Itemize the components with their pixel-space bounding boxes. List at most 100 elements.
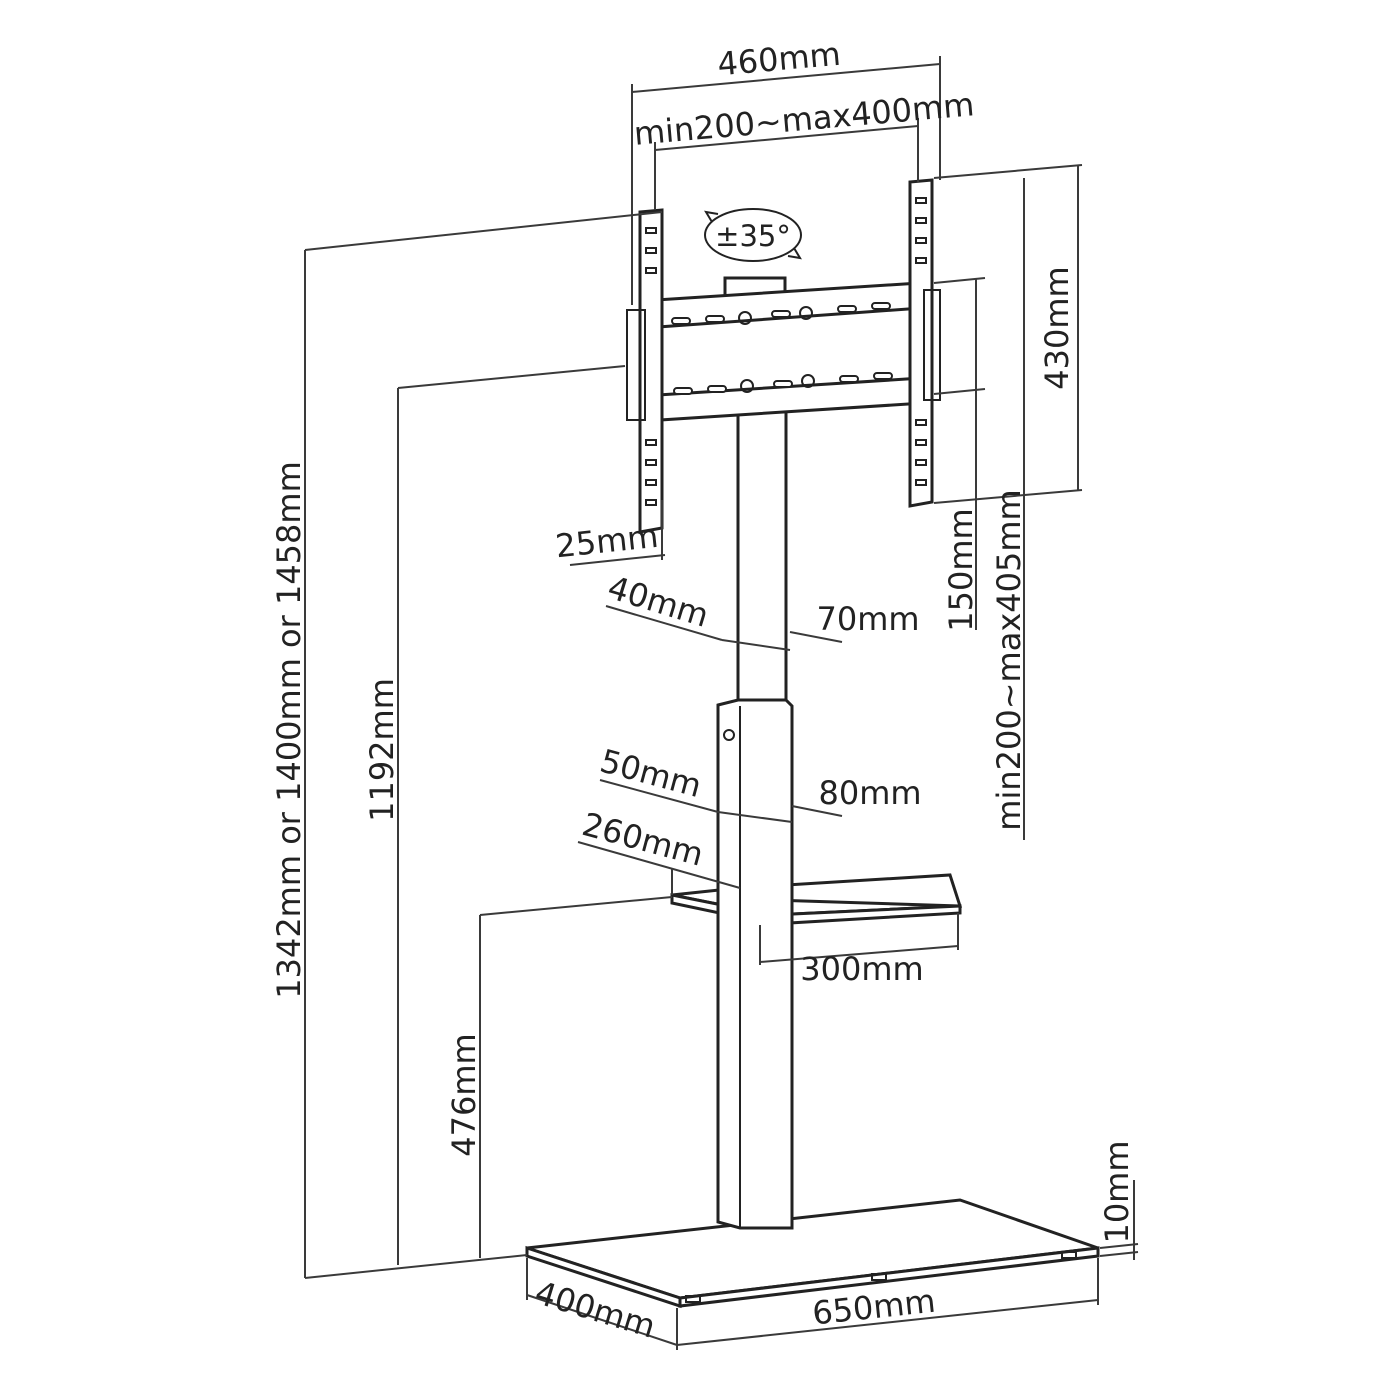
dim-ext xyxy=(933,164,1083,179)
dim-vesa-v-range-label: min200~max405mm xyxy=(990,489,1028,830)
dim-ext xyxy=(304,1254,528,1279)
hole xyxy=(645,227,657,234)
hole xyxy=(915,217,927,224)
dim-line xyxy=(721,639,791,651)
dim-ext xyxy=(933,489,1083,504)
dim-line xyxy=(526,1294,678,1346)
dim-430: 430mm xyxy=(933,164,1083,504)
slot xyxy=(673,387,693,395)
slot xyxy=(773,380,793,388)
glass-shelf xyxy=(670,873,963,926)
base-foot xyxy=(871,1273,887,1281)
dim-460-label: 460mm xyxy=(716,35,842,84)
bracket-bottom-slots xyxy=(673,372,893,395)
tilt-arrow-left xyxy=(704,210,719,223)
dim-line xyxy=(599,779,719,813)
dim-ext xyxy=(397,365,626,389)
dim-line xyxy=(605,605,723,641)
dim-80-label: 80mm xyxy=(818,774,921,812)
dim-430-label: 430mm xyxy=(1038,266,1076,389)
pole-lock-screw xyxy=(723,729,735,741)
dim-vesa-h-label: min200~max400mm xyxy=(632,85,975,153)
base-foot xyxy=(685,1295,701,1303)
dim-70-label: 70mm xyxy=(816,600,919,638)
dim-line xyxy=(759,945,959,963)
dim-1192: 1192mm xyxy=(363,365,626,1265)
dim-total-height: 1342mm or 1400mm or 1458mm xyxy=(270,211,663,1279)
right-arm-clamp xyxy=(923,289,941,401)
dim-1192-label: 1192mm xyxy=(363,678,401,822)
dim-150-label: 150mm xyxy=(942,508,980,631)
tilt-ellipse xyxy=(704,208,802,262)
dim-300-label: 300mm xyxy=(800,950,923,988)
dim-total-height-label: 1342mm or 1400mm or 1458mm xyxy=(270,461,308,999)
bolt xyxy=(801,374,815,388)
hole xyxy=(645,459,657,466)
dim-476: 476mm xyxy=(445,896,673,1258)
slot xyxy=(771,310,791,318)
pole xyxy=(716,398,794,1230)
base-front-right-edge xyxy=(678,1246,1100,1308)
dim-ext xyxy=(1099,1243,1139,1249)
dim-260-label: 260mm xyxy=(578,805,707,874)
dim-260: 260mm xyxy=(577,805,741,895)
tilt-label: ±35° xyxy=(715,219,791,253)
dim-40-label: 40mm xyxy=(603,568,713,634)
base-foot xyxy=(1061,1251,1077,1259)
hole xyxy=(645,267,657,274)
dim-300: 300mm xyxy=(759,913,959,988)
slot xyxy=(871,302,891,310)
dim-line xyxy=(654,125,919,151)
dim-50-label: 50mm xyxy=(596,742,705,805)
dim-line xyxy=(789,631,843,643)
bolt xyxy=(799,306,813,320)
bracket-top-slots xyxy=(671,302,891,325)
hole xyxy=(645,479,657,486)
left-arm-holes xyxy=(645,227,657,506)
dim-ext xyxy=(479,896,673,916)
dim-line xyxy=(791,805,843,817)
dim-line xyxy=(676,1299,1099,1346)
hole xyxy=(915,419,927,426)
pole-upper xyxy=(736,398,788,707)
tilt-arrow-right xyxy=(787,247,802,260)
tilt-indicator: ±35° xyxy=(704,208,802,262)
dim-460: 460mm xyxy=(631,35,941,305)
slot xyxy=(705,315,725,323)
hole xyxy=(915,459,927,466)
right-vertical-arm xyxy=(908,178,934,508)
hole xyxy=(915,237,927,244)
slot xyxy=(707,385,727,393)
hole xyxy=(915,479,927,486)
dim-line xyxy=(717,811,793,823)
dim-vesa-v: min200~max405mm xyxy=(990,178,1028,840)
pole-lower xyxy=(716,698,794,1230)
hole xyxy=(915,197,927,204)
dim-150: 150mm xyxy=(933,277,986,632)
hole xyxy=(915,257,927,264)
base-plate xyxy=(525,1198,1100,1309)
slot xyxy=(837,305,857,313)
hole xyxy=(645,499,657,506)
hole xyxy=(645,439,657,446)
slot xyxy=(671,317,691,325)
hole xyxy=(645,247,657,254)
hole xyxy=(915,439,927,446)
dim-10-label: 10mm xyxy=(1098,1140,1136,1243)
dim-ext xyxy=(304,211,663,251)
bolt xyxy=(740,379,754,393)
slot xyxy=(873,372,893,380)
left-arm-clamp xyxy=(626,309,646,421)
dim-10: 10mm xyxy=(1098,1140,1139,1260)
dim-ext xyxy=(933,388,986,395)
bolt xyxy=(738,311,752,325)
dim-line xyxy=(577,841,741,889)
slot xyxy=(839,375,859,383)
dim-ext xyxy=(933,277,986,284)
dim-25: 25mm xyxy=(554,500,666,566)
dim-476-label: 476mm xyxy=(445,1033,483,1156)
right-arm-holes xyxy=(915,197,927,486)
dim-ext xyxy=(1099,1251,1139,1257)
